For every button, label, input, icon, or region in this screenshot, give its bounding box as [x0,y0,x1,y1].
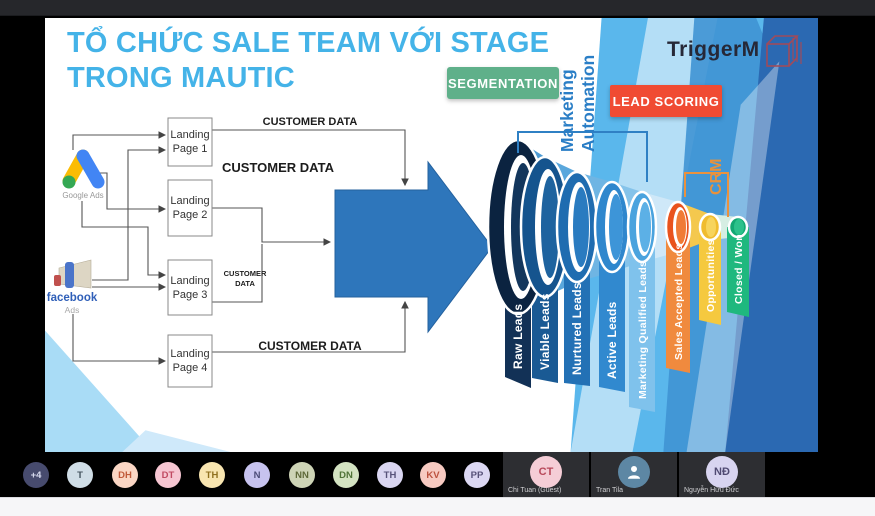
lp4-line1: Landing [170,348,209,360]
avatar-dh[interactable]: DH [112,462,138,488]
facebook-ads-icon [54,259,92,289]
avatar-t[interactable]: T [67,462,93,488]
marketing-automation-label1: Marketing [557,69,577,152]
customer-data-small1: CUSTOMER [224,269,267,278]
lp4-line2: Page 4 [173,362,208,374]
lead-scoring-badge: LEAD SCORING [610,85,722,117]
avatar-overflow-count[interactable]: +4 [23,462,49,488]
person-icon [618,456,650,488]
stage-label-raw: Raw Leads [511,304,525,369]
slide-title-line1: TỔ CHỨC SALE TEAM VỚI STAGE [67,27,550,59]
facebook-ads-sublabel: Ads [65,305,80,315]
presentation-slide: TỔ CHỨC SALE TEAM VỚI STAGE TRONG MAUTIC… [45,18,818,452]
participant-name: Chi Tuan (Guest) [508,487,562,494]
segmentation-badge: SEGMENTATION [447,67,559,99]
avatar-nn[interactable]: NN [289,462,315,488]
avatar-ct: CT [530,456,562,488]
stage-label-mql: Marketing Qualified Leads [637,261,649,399]
triggerm-logo-text: TriggerM [667,38,760,61]
avatar-th2[interactable]: TH [377,462,403,488]
bottom-window-edge [0,497,875,516]
stage-label-nurtured: Nurtured Leads [570,282,584,375]
stage-label-sal: Sales Accepted Leads [673,244,685,361]
marketing-automation-label2: Automation [578,55,598,152]
participant-name: Nguyễn Hữu Đức [684,487,739,494]
landing-page-1-box [167,117,213,167]
avatar-th[interactable]: TH [199,462,225,488]
funnel-rings [486,138,749,316]
slide-title: TỔ CHỨC SALE TEAM VỚI STAGE TRONG MAUTIC [67,26,607,96]
cube-icon [760,30,810,79]
customer-data-top: CUSTOMER DATA [263,116,358,128]
google-ads-label: Google Ads [62,191,103,200]
stage-label-active: Active Leads [605,301,619,379]
participant-name: Tran Tila [596,487,623,494]
avatar-dn[interactable]: DN [333,462,359,488]
stage-label-opportunities: Opportunities [705,239,717,312]
google-ads-icon [62,149,105,189]
landing-page-3-box [167,259,213,316]
participant-tile-ct[interactable]: CT Chi Tuan (Guest) [503,452,589,497]
landing-page-boxes: Landing Page 1 Landing Page 2 Landing Pa… [167,117,213,388]
avatar-pp[interactable]: PP [464,462,490,488]
avatar-nd: NĐ [706,456,738,488]
avatar-n[interactable]: N [244,462,270,488]
lp2-line2: Page 2 [173,209,208,221]
customer-data-mid: CUSTOMER DATA [222,160,335,175]
customer-data-labels: CUSTOMER DATA CUSTOMER DATA CUSTOMER DAT… [222,116,362,353]
facebook-label: facebook [47,292,98,304]
avatar-kv[interactable]: KV [420,462,446,488]
triggerm-logo: TriggerM [667,30,810,79]
stage-label-viable: Viable Leads [538,293,552,370]
participant-tile-tran[interactable]: Tran Tila [591,452,677,497]
landing-page-4-box [167,334,213,388]
lp3-line1: Landing [170,275,209,287]
lp1-line1: Landing [170,129,209,141]
landing-page-2-box [167,179,213,237]
avatar-dt[interactable]: DT [155,462,181,488]
crm-label: CRM [708,159,725,195]
lp3-line2: Page 3 [173,289,208,301]
participants-bar: +4 T DH DT TH N NN DN TH KV PP CT Chi Tu… [0,452,875,497]
participant-tile-nd[interactable]: NĐ Nguyễn Hữu Đức [679,452,765,497]
stage-label-won: Closed / Won [733,234,745,304]
customer-data-small2: DATA [235,279,255,288]
window-titlebar [0,0,875,16]
slide-diagram: Landing Page 1 Landing Page 2 Landing Pa… [47,55,749,412]
customer-data-bottom: CUSTOMER DATA [258,339,362,353]
slide-title-line2: TRONG MAUTIC [67,62,295,94]
lp2-line1: Landing [170,195,209,207]
flow-connectors [72,129,409,365]
lp1-line2: Page 1 [173,143,208,155]
big-arrow [334,160,493,334]
crm-bracket [684,172,729,217]
funnel-stage-labels: Raw Leads Viable Leads Nurtured Leads Ac… [511,234,745,399]
marketing-automation-bracket [517,131,648,182]
